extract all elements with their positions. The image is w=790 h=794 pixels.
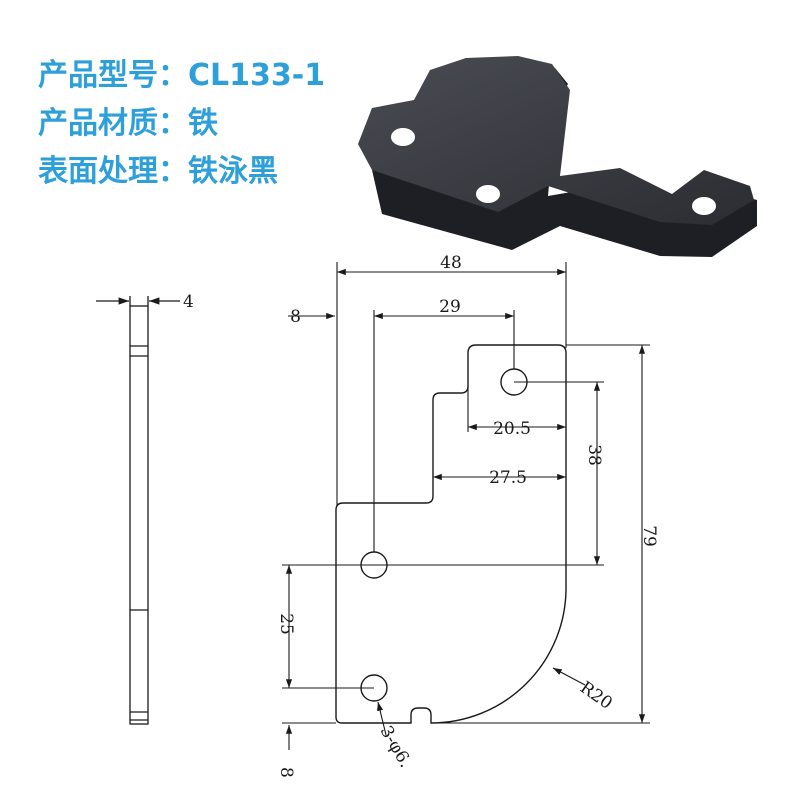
dim-left-offset: 8 bbox=[290, 307, 301, 327]
part-outline bbox=[335, 344, 567, 724]
side-view-outline bbox=[129, 305, 149, 725]
dim-overall-height: 79 bbox=[639, 525, 659, 547]
photo-hole-3 bbox=[692, 197, 716, 215]
surface-finish-line: 表面处理：铁泳黑 bbox=[38, 146, 278, 190]
model-value: CL133-1 bbox=[188, 58, 326, 93]
dim-holes: 3-φ6. bbox=[376, 723, 416, 772]
product-model-line: 产品型号：CL133-1 bbox=[38, 50, 325, 94]
front-view bbox=[335, 344, 567, 724]
dim-step-width: 27.5 bbox=[489, 468, 527, 488]
photo-hole-1 bbox=[391, 128, 415, 146]
material-label: 产品材质： bbox=[38, 106, 188, 141]
product-photo bbox=[358, 56, 757, 257]
photo-hole-2 bbox=[476, 185, 500, 203]
plate-top-face bbox=[358, 56, 754, 225]
dim-thickness: 4 bbox=[183, 292, 194, 312]
leader-holes bbox=[377, 701, 387, 736]
dim-overall-width: 48 bbox=[440, 253, 462, 273]
finish-label: 表面处理： bbox=[38, 154, 188, 189]
product-material-line: 产品材质：铁 bbox=[38, 98, 218, 142]
model-label: 产品型号： bbox=[38, 58, 188, 93]
dim-vertical-38: 38 bbox=[584, 444, 604, 466]
finish-value: 铁泳黑 bbox=[188, 154, 278, 189]
side-view bbox=[96, 296, 180, 725]
dimension-lines bbox=[282, 262, 650, 750]
material-value: 铁 bbox=[188, 106, 218, 141]
dim-notch-width: 20.5 bbox=[493, 419, 531, 439]
dim-bottom-offset: 8 bbox=[276, 767, 296, 778]
dim-hole-spacing-left: 25 bbox=[276, 613, 296, 635]
leader-r20 bbox=[552, 667, 586, 686]
dim-hole-spacing-top: 29 bbox=[439, 297, 461, 317]
